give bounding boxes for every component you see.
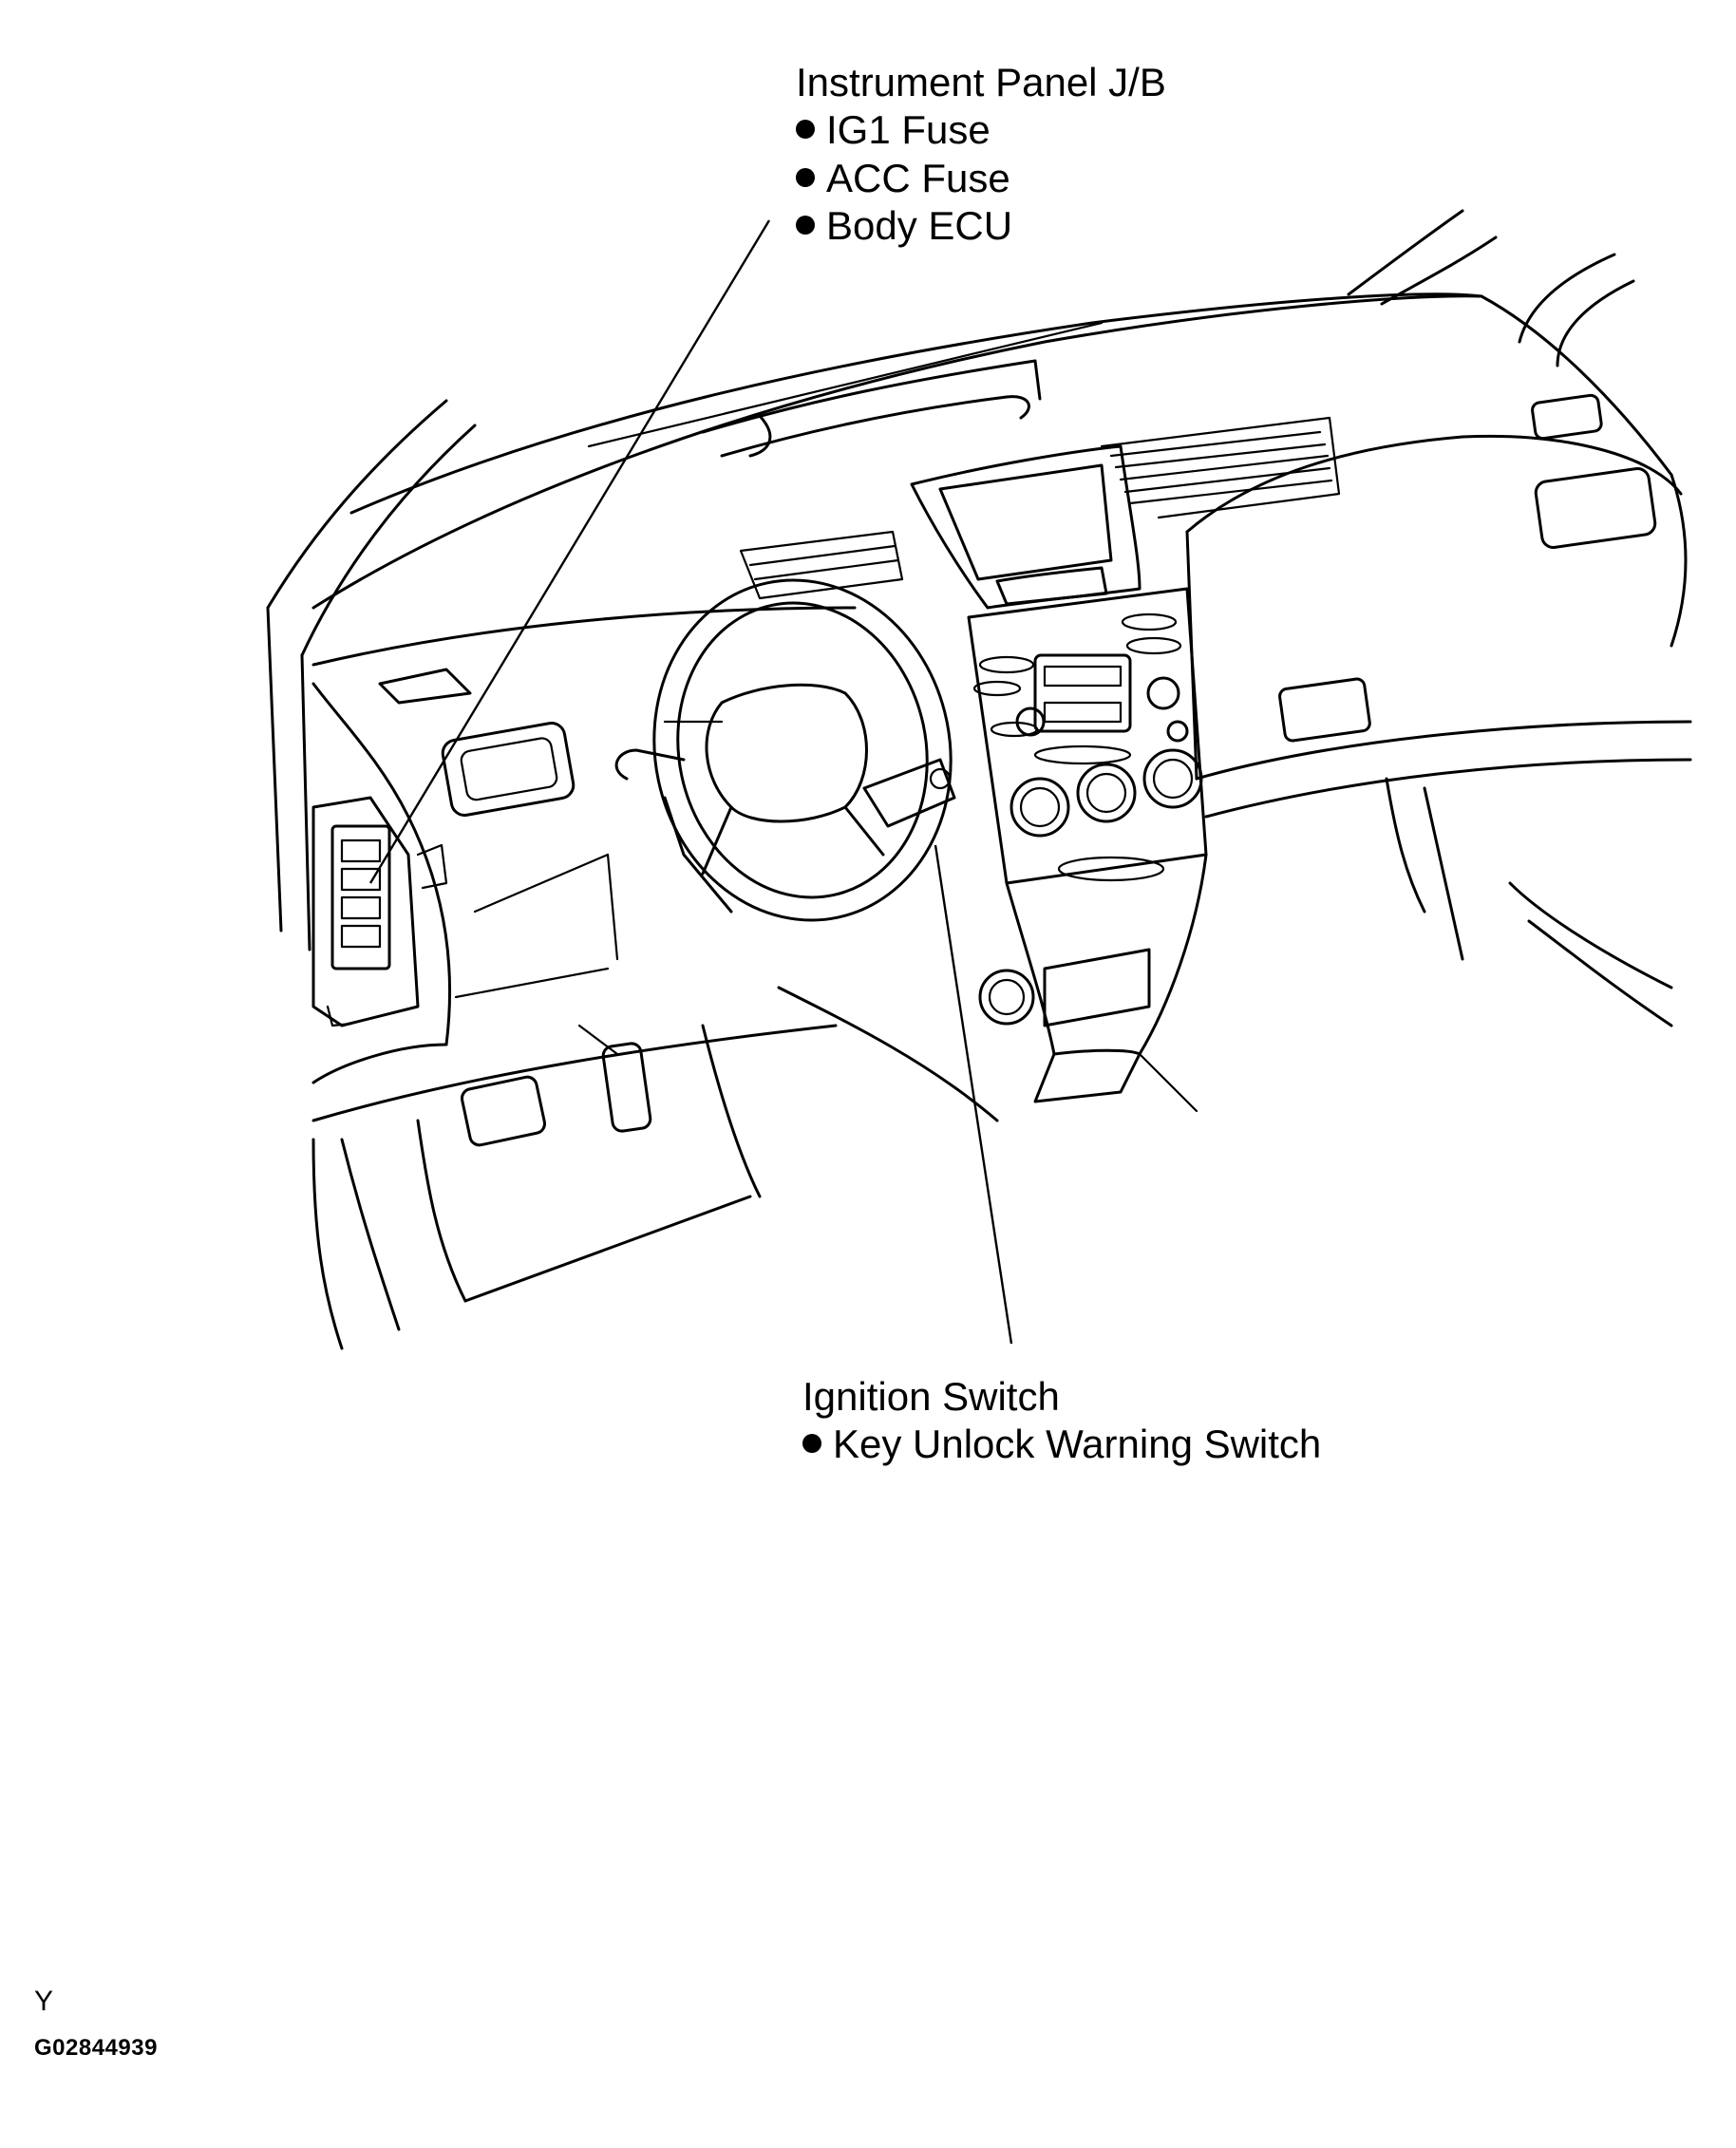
junction-block xyxy=(311,796,448,1027)
ignition-switch-title: Ignition Switch xyxy=(802,1374,1060,1419)
right-door-edge xyxy=(1385,777,1673,1027)
center-stack xyxy=(967,587,1208,885)
right-a-pillar xyxy=(1347,209,1635,367)
bullet-icon xyxy=(796,216,815,236)
bullet-icon xyxy=(796,120,815,140)
junction-block-item: Body ECU xyxy=(796,202,1166,250)
bullet-icon xyxy=(802,1434,821,1454)
ignition-switch-callout: Ignition Switch Key Unlock Warning Switc… xyxy=(802,1373,1321,1469)
junction-block-item: ACC Fuse xyxy=(796,155,1166,202)
bullet-icon xyxy=(796,167,815,187)
top-vent xyxy=(701,359,1042,458)
junction-block-callout: Instrument Panel J/B IG1 Fuse ACC Fuse B… xyxy=(796,59,1166,251)
leader-line-junction-block xyxy=(368,219,771,884)
dash-body xyxy=(311,434,1692,1122)
column-vent xyxy=(739,530,904,600)
center-display xyxy=(910,416,1341,610)
figure-id: G02844939 xyxy=(34,2035,158,2061)
side-vents xyxy=(378,393,1657,817)
steering-wheel xyxy=(614,578,956,922)
ignition-switch-item: Key Unlock Warning Switch xyxy=(802,1421,1321,1468)
floor-pedals xyxy=(311,986,999,1350)
leader-line-ignition-switch xyxy=(934,844,1013,1345)
dash-top xyxy=(311,292,1688,648)
lower-console xyxy=(978,853,1208,1113)
left-a-pillar xyxy=(266,399,477,952)
junction-block-title: Instrument Panel J/B xyxy=(796,60,1166,104)
junction-block-item: IG1 Fuse xyxy=(796,106,1166,154)
figure-code-letter: Y xyxy=(34,1986,54,2017)
